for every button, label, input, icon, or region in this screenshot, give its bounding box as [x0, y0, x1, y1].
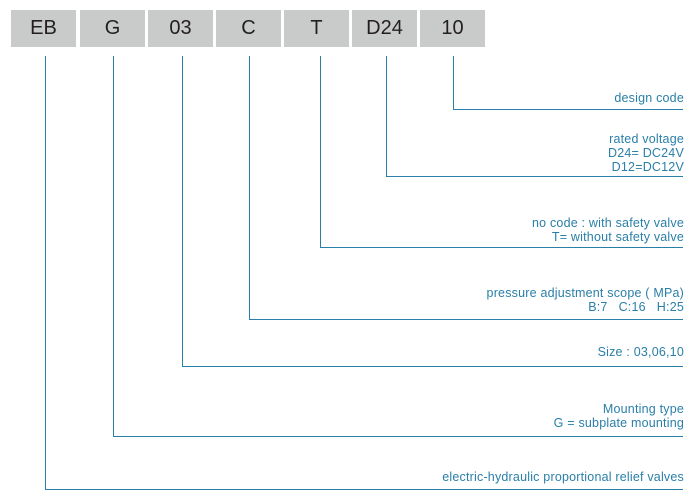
- code-box-voltage: D24: [352, 10, 417, 47]
- desc-line: G = subplate mounting: [553, 416, 684, 430]
- desc-line: Mounting type: [602, 402, 684, 416]
- desc-line: T= without safety valve: [551, 230, 684, 244]
- code-box-size: 03: [148, 10, 213, 47]
- desc-line: rated voltage: [609, 132, 684, 146]
- leader-line-series: [45, 56, 683, 490]
- desc-pressure-scope: pressure adjustment scope ( MPa) B:7 C:1…: [487, 286, 684, 314]
- leader-line-mounting: [113, 56, 683, 437]
- code-box-mounting: G: [80, 10, 145, 47]
- desc-line: pressure adjustment scope ( MPa): [486, 286, 684, 300]
- desc-safety-valve: no code : with safety valve T= without s…: [532, 216, 684, 244]
- desc-line: no code : with safety valve: [531, 216, 684, 230]
- desc-line: D12=DC12V: [611, 160, 684, 174]
- desc-line: D24= DC24V: [608, 146, 684, 160]
- model-code-row: EB G 03 C T D24 10: [0, 0, 700, 60]
- desc-rated-voltage: rated voltage D24= DC24V D12=DC12V: [608, 132, 684, 174]
- code-box-series: EB: [11, 10, 76, 47]
- desc-design-code: design code: [614, 91, 684, 105]
- code-box-design: 10: [420, 10, 485, 47]
- leader-line-design: [453, 56, 683, 110]
- desc-line: electric-hydraulic proportional relief v…: [442, 470, 684, 484]
- leader-line-safety: [320, 56, 683, 248]
- code-box-safety: T: [284, 10, 349, 47]
- desc-line: Size : 03,06,10: [597, 345, 684, 359]
- desc-product-name: electric-hydraulic proportional relief v…: [442, 470, 684, 484]
- desc-line: B:7 C:16 H:25: [588, 300, 684, 314]
- desc-line: design code: [614, 91, 684, 105]
- leader-line-voltage: [386, 56, 683, 177]
- code-box-pressure: C: [216, 10, 281, 47]
- desc-size: Size : 03,06,10: [598, 345, 684, 359]
- leader-line-pressure: [249, 56, 683, 320]
- leader-line-size: [182, 56, 683, 367]
- desc-mounting-type: Mounting type G = subplate mounting: [554, 402, 684, 430]
